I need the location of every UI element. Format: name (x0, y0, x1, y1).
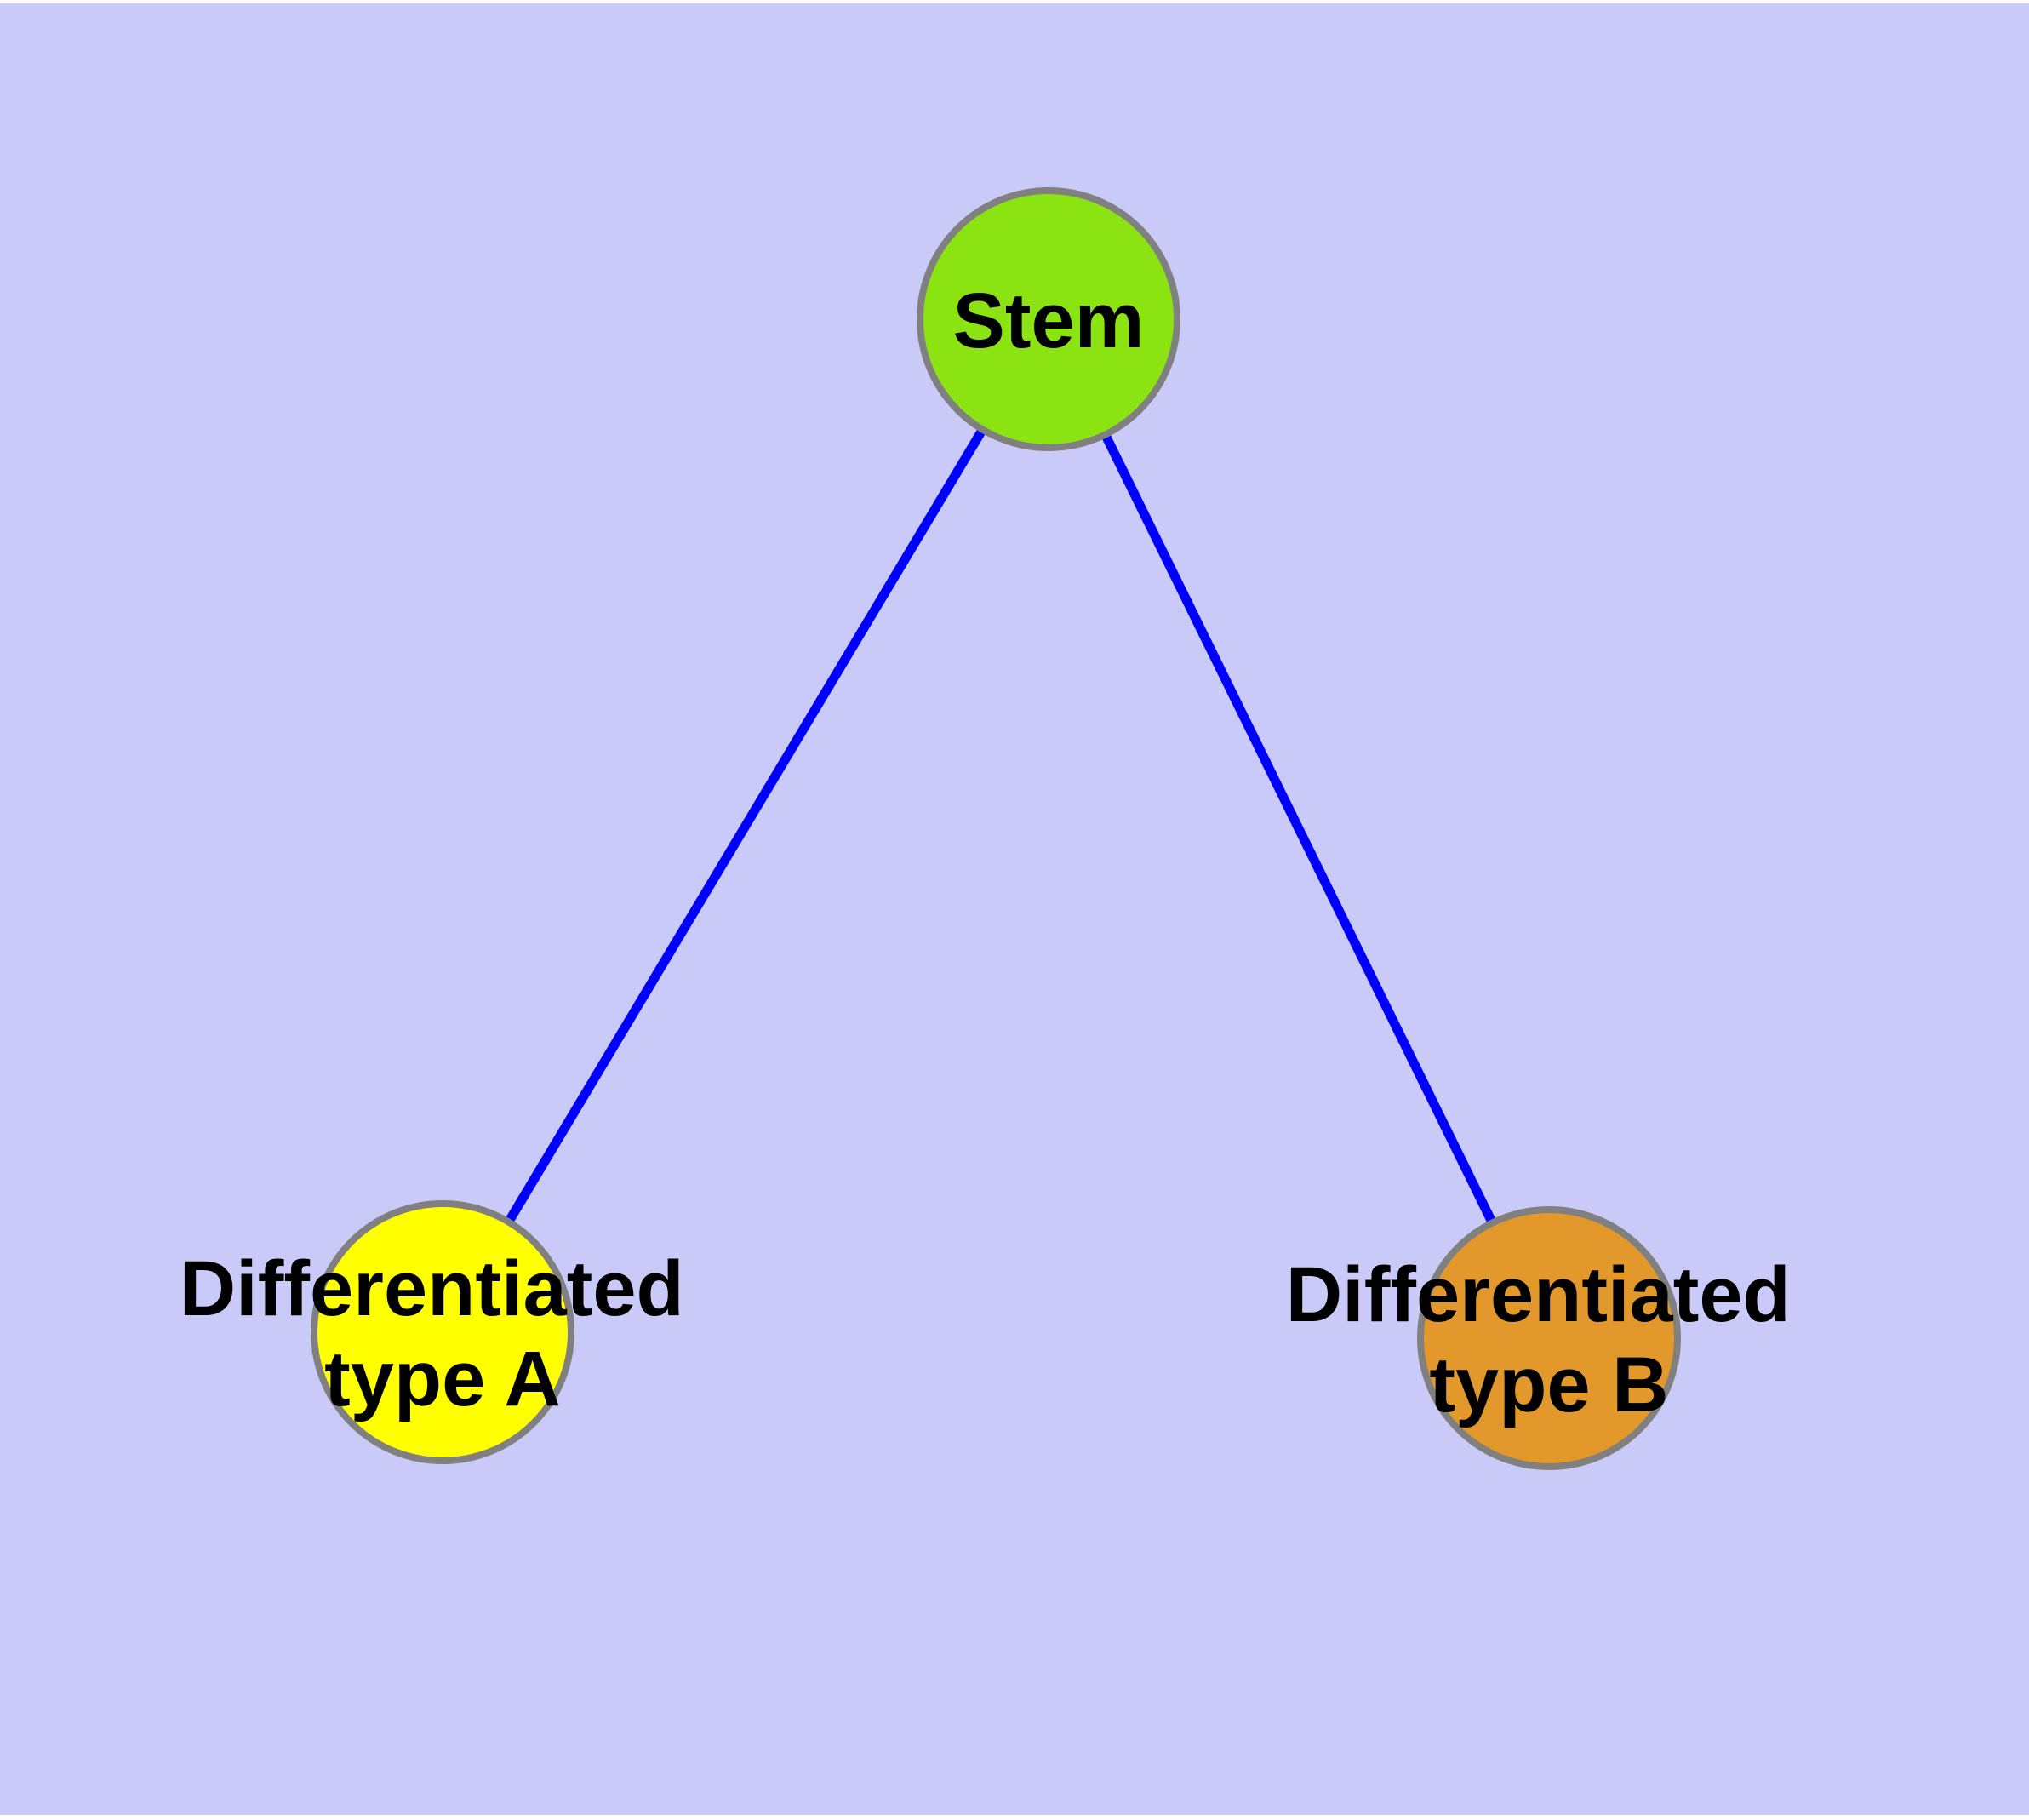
edge-stem-to-type-b (1044, 317, 1553, 1341)
type-a-node-label: Differentiated type A (180, 1245, 706, 1422)
type-b-label-line-2: type B (1429, 1342, 1668, 1428)
stem-node-label: Stem (953, 278, 1145, 364)
type-a-label-line-2: type A (324, 1336, 561, 1422)
node-differentiated-type-b: Differentiated type B (1286, 1206, 1813, 1470)
edge-stem-to-type-a (438, 317, 1053, 1335)
stem-node-circle (917, 187, 1180, 451)
node-stem: Stem (917, 187, 1180, 451)
type-a-label-line-1: Differentiated (180, 1245, 684, 1332)
type-a-node-circle (311, 1200, 574, 1464)
type-b-node-label: Differentiated type B (1286, 1251, 1813, 1428)
type-b-node-circle (1417, 1206, 1681, 1470)
node-differentiated-type-a: Differentiated type A (180, 1200, 706, 1464)
type-b-label-line-1: Differentiated (1286, 1251, 1791, 1338)
